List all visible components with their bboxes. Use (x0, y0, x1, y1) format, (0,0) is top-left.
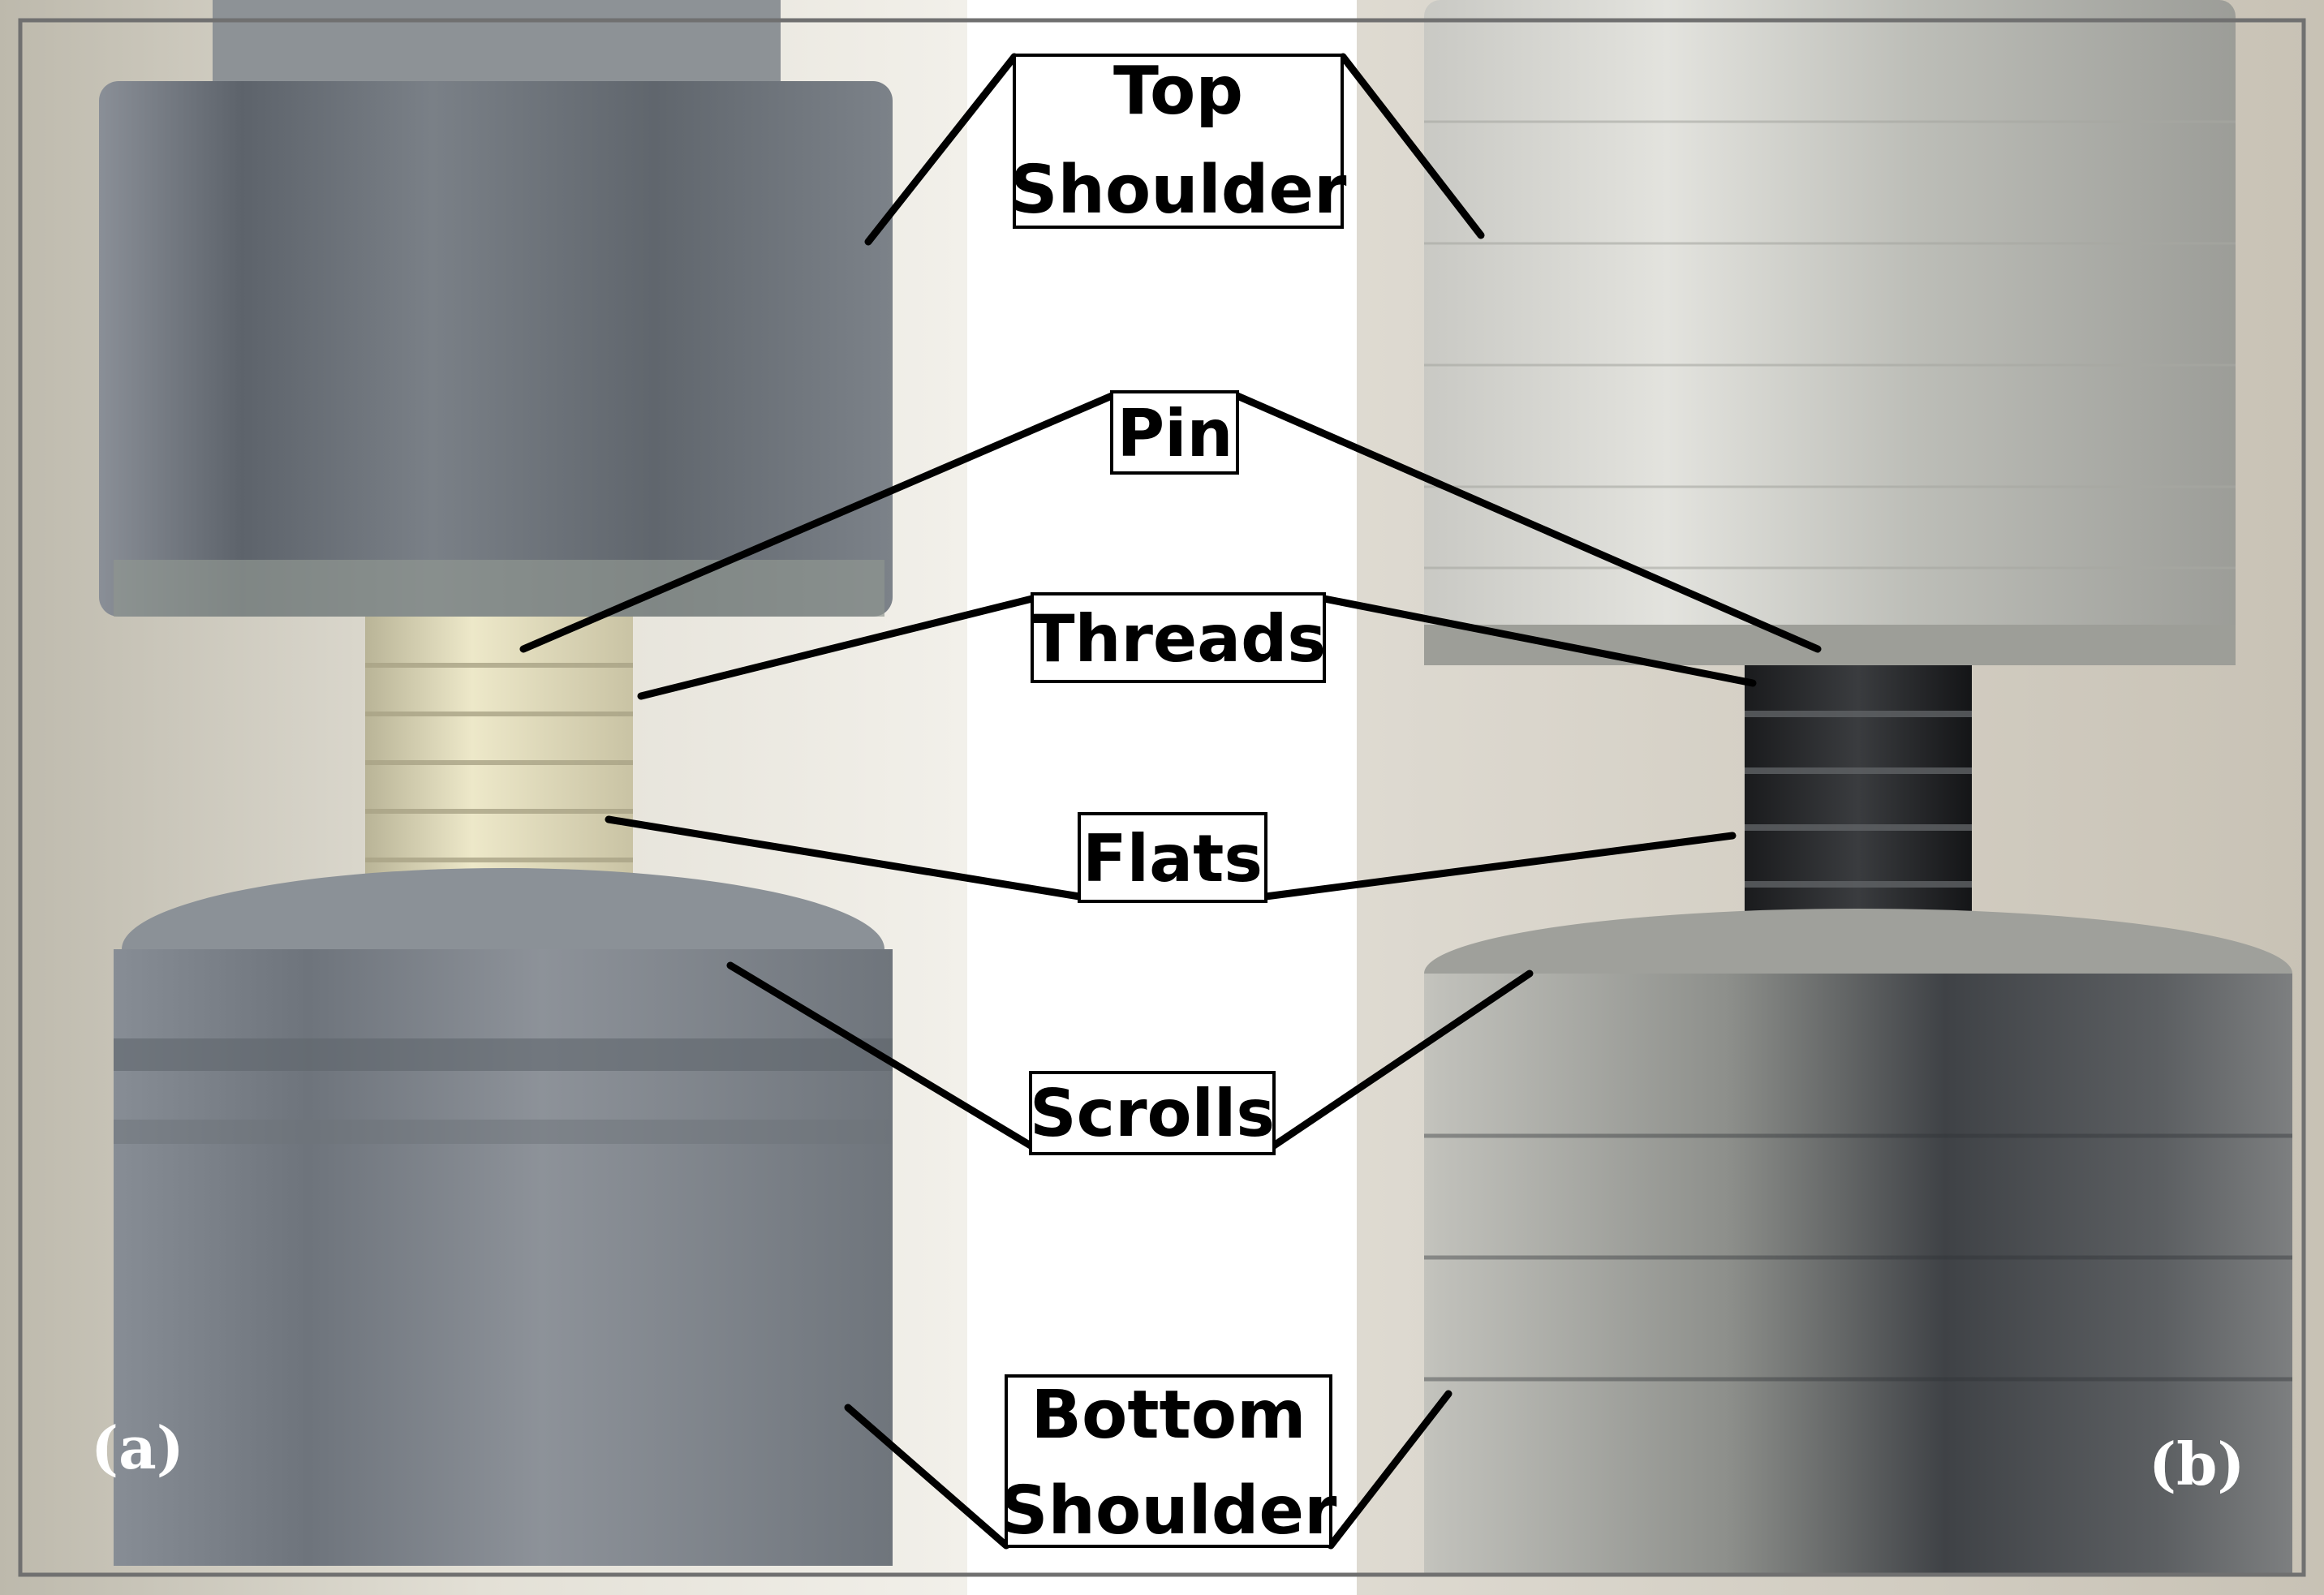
leader-top-shoulder-right (1339, 53, 1485, 239)
callout-top-shoulder-line1: Top (1113, 53, 1243, 130)
leader-flats-right (1262, 832, 1737, 901)
label-strip (967, 0, 1357, 1595)
callout-pin: Pin (1110, 390, 1239, 475)
callout-bottom-shoulder-line2: Shoulder (1000, 1472, 1337, 1550)
callout-bottom-shoulder-line1: Bottom (1031, 1377, 1306, 1454)
photo-panel-a (0, 0, 967, 1595)
callout-threads: Threads (1031, 592, 1326, 683)
leader-bottom-shoulder-left (844, 1404, 1010, 1550)
leader-threads-left (637, 595, 1036, 700)
leader-top-shoulder-left (864, 53, 1018, 246)
callout-scrolls-label: Scrolls (1030, 1076, 1275, 1151)
leader-lines (519, 53, 1822, 1550)
photo-panel-b (1357, 0, 2324, 1595)
panel-label-b: (b) (2149, 1429, 2244, 1498)
callout-pin-label: Pin (1117, 396, 1233, 471)
callout-flats-label: Flats (1082, 821, 1263, 896)
callout-threads-label: Threads (1031, 601, 1326, 677)
leader-flats-left (605, 815, 1083, 901)
leader-pin-right (1233, 392, 1822, 653)
panel-label-a: (a) (91, 1413, 184, 1482)
leader-scrolls-right (1270, 969, 1534, 1150)
callout-top-shoulder: Top Shoulder (1009, 53, 1347, 229)
leader-bottom-shoulder-right (1327, 1390, 1452, 1550)
callout-bottom-shoulder: Bottom Shoulder (1000, 1374, 1337, 1550)
callout-top-shoulder-line2: Shoulder (1009, 152, 1347, 229)
leader-threads-right (1320, 595, 1757, 687)
figure-border (18, 18, 2306, 1577)
callout-flats: Flats (1078, 812, 1267, 903)
leader-pin-left (519, 392, 1116, 653)
callout-scrolls: Scrolls (1029, 1071, 1276, 1155)
leader-scrolls-left (726, 961, 1035, 1150)
